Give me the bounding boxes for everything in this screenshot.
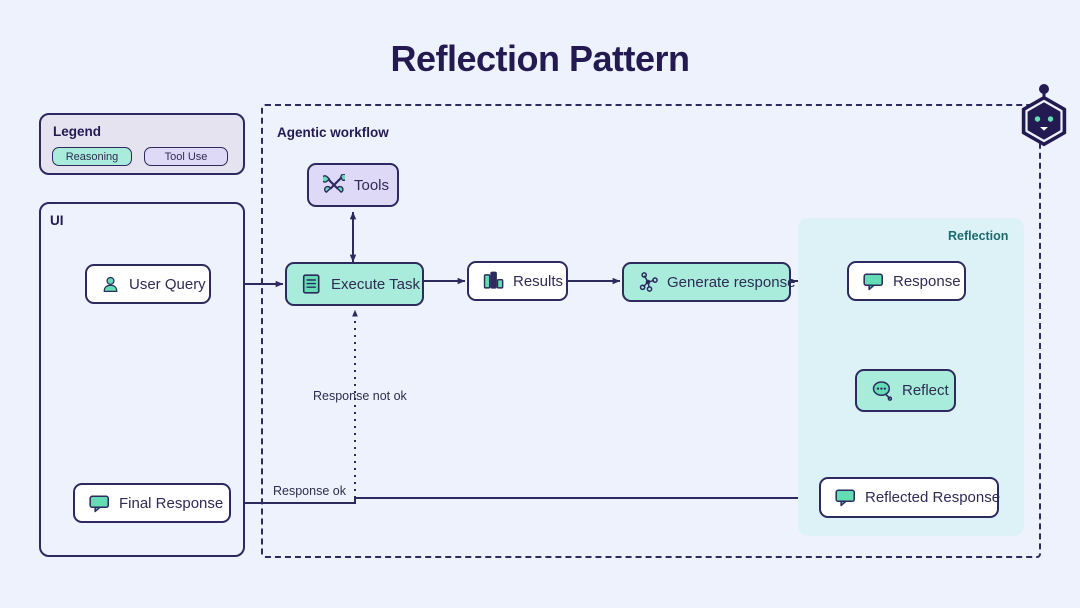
edge-response-ok-to-final <box>230 497 819 507</box>
node-reflect-label: Reflect <box>902 382 949 399</box>
node-execute-task-label: Execute Task <box>331 275 420 293</box>
ui-panel-title: UI <box>50 213 64 228</box>
speech-bubble-icon <box>863 273 884 290</box>
node-reflect[interactable]: Reflect <box>855 369 956 412</box>
speech-bubble-icon <box>835 489 856 507</box>
legend-chip-reasoning-label: Reasoning <box>65 150 119 163</box>
node-final-response[interactable]: Final Response <box>73 483 231 523</box>
bot-avatar <box>1016 82 1072 155</box>
node-response-label: Response <box>893 272 961 290</box>
tools-icon <box>323 174 345 193</box>
thought-bubble-icon <box>872 381 893 401</box>
node-graph-icon <box>639 272 658 292</box>
edge-label-response-not-ok: Response not ok <box>313 389 407 403</box>
node-generate-response-label: Generate response <box>667 273 796 291</box>
node-response[interactable]: Response <box>847 261 966 301</box>
reflection-panel-title: Reflection <box>948 229 1009 243</box>
node-reflected-response[interactable]: Reflected Response <box>819 477 1001 518</box>
document-list-icon <box>302 274 320 294</box>
node-tools[interactable]: Tools <box>307 163 399 207</box>
node-generate-response[interactable]: Generate response <box>622 262 795 302</box>
node-final-response-label: Final Response <box>119 494 224 512</box>
node-results-label: Results <box>513 272 564 290</box>
bot-hexagon-icon <box>1021 84 1067 147</box>
user-icon <box>103 276 118 292</box>
node-reflected-response-label: Reflected Response <box>865 489 1001 506</box>
legend-title: Legend <box>53 124 102 139</box>
node-results[interactable]: Results <box>467 261 568 301</box>
node-user-query-label: User Query <box>129 275 206 293</box>
node-tools-label: Tools <box>354 176 390 194</box>
legend-chip-reasoning: Reasoning <box>52 147 132 166</box>
legend-chip-tool-use-label: Tool Use <box>164 150 208 163</box>
node-user-query[interactable]: User Query <box>85 264 211 304</box>
edge-label-response-ok: Response ok <box>273 484 346 498</box>
agentic-workflow-panel <box>261 104 1041 558</box>
node-execute-task[interactable]: Execute Task <box>285 262 424 306</box>
legend-chip-tool-use: Tool Use <box>144 147 228 166</box>
page-title: Reflection Pattern <box>390 38 690 79</box>
speech-bubble-icon <box>89 495 110 512</box>
agentic-workflow-title: Agentic workflow <box>277 125 389 140</box>
bar-chart-icon <box>483 271 504 289</box>
